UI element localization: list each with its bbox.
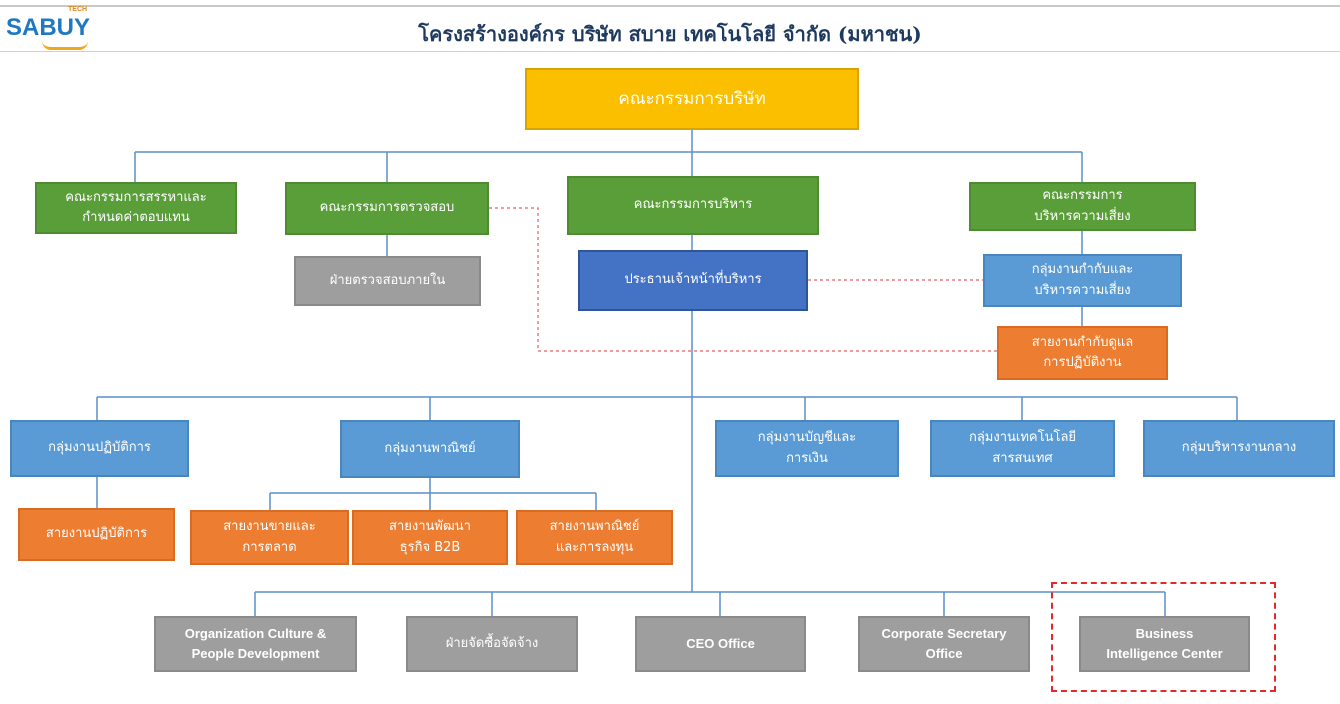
business-intelligence-box[interactable]: Business Intelligence Center: [1079, 616, 1250, 672]
corporate-secretary-label: Corporate Secretary Office: [881, 625, 1007, 661]
page-title: โครงสร้างองค์กร บริษัท สบาย เทคโนโลยี จำ…: [418, 22, 922, 46]
internal-audit-box[interactable]: ฝ่ายตรวจสอบภายใน: [294, 256, 481, 306]
central-admin-group-label: กลุ่มบริหารงานกลาง: [1181, 440, 1297, 456]
commerce-investment-division-box[interactable]: สายงานพาณิชย์ และการลงทุน: [516, 510, 673, 565]
it-group-box[interactable]: กลุ่มงานเทคโนโลยี สารสนเทศ: [930, 420, 1115, 477]
ceo-box[interactable]: ประธานเจ้าหน้าที่บริหาร: [578, 250, 808, 311]
b2b-development-division-label: สายงานพัฒนา ธุรกิจ B2B: [389, 519, 471, 555]
risk-committee-label: คณะกรรมการ บริหารความเสี่ยง: [1034, 188, 1131, 224]
executive-committee-label: คณะกรรมการบริหาร: [633, 197, 753, 213]
central-admin-group-box[interactable]: กลุ่มบริหารงานกลาง: [1143, 420, 1335, 477]
commercial-group-label: กลุ่มงานพาณิชย์: [384, 440, 476, 456]
org-culture-label: Organization Culture & People Developmen…: [184, 625, 327, 661]
compliance-risk-group-label: กลุ่มงานกำกับและ บริหารความเสี่ยง: [1031, 262, 1134, 298]
audit-committee-box[interactable]: คณะกรรมการตรวจสอบ: [285, 182, 489, 235]
procurement-label: ฝ่ายจัดซื้อจัดจ้าง: [445, 635, 539, 651]
risk-committee-box[interactable]: คณะกรรมการ บริหารความเสี่ยง: [969, 182, 1196, 231]
logo-text: SABUY: [6, 14, 91, 41]
internal-audit-label: ฝ่ายตรวจสอบภายใน: [329, 272, 446, 288]
board-of-directors-label: คณะกรรมการบริษัท: [618, 88, 766, 109]
compliance-division-label: สายงานกำกับดูแล การปฏิบัติงาน: [1031, 334, 1134, 370]
nomination-committee-label: คณะกรรมการสรรหาและ กำหนดค่าตอบแทน: [65, 189, 207, 225]
nomination-committee-box[interactable]: คณะกรรมการสรรหาและ กำหนดค่าตอบแทน: [35, 182, 237, 234]
highlight-dashed-frame: [1051, 582, 1276, 692]
business-intelligence-label: Business Intelligence Center: [1106, 625, 1223, 661]
logo-swoosh: [42, 41, 88, 50]
title-underline: [0, 51, 1340, 52]
org-culture-box[interactable]: Organization Culture & People Developmen…: [154, 616, 357, 672]
ceo-office-box[interactable]: CEO Office: [635, 616, 806, 672]
ceo-office-label: CEO Office: [686, 635, 755, 651]
top-border-line: [0, 5, 1340, 7]
commercial-group-box[interactable]: กลุ่มงานพาณิชย์: [340, 420, 520, 478]
sales-marketing-division-label: สายงานขายและ การตลาด: [223, 519, 316, 555]
ceo-label: ประธานเจ้าหน้าที่บริหาร: [624, 272, 762, 288]
it-group-label: กลุ่มงานเทคโนโลยี สารสนเทศ: [968, 430, 1077, 466]
sales-marketing-division-box[interactable]: สายงานขายและ การตลาด: [190, 510, 349, 565]
compliance-risk-group-box[interactable]: กลุ่มงานกำกับและ บริหารความเสี่ยง: [983, 254, 1182, 307]
operations-group-box[interactable]: กลุ่มงานปฏิบัติการ: [10, 420, 189, 477]
operations-division-box[interactable]: สายงานปฏิบัติการ: [18, 508, 175, 561]
b2b-development-division-box[interactable]: สายงานพัฒนา ธุรกิจ B2B: [352, 510, 508, 565]
board-of-directors-box[interactable]: คณะกรรมการบริษัท: [525, 68, 859, 130]
compliance-division-box[interactable]: สายงานกำกับดูแล การปฏิบัติงาน: [997, 326, 1168, 380]
logo-tech-label: TECH: [68, 6, 88, 13]
accounting-group-label: กลุ่มงานบัญชีและ การเงิน: [757, 430, 857, 466]
operations-division-label: สายงานปฏิบัติการ: [45, 526, 148, 542]
audit-committee-label: คณะกรรมการตรวจสอบ: [319, 200, 455, 216]
procurement-box[interactable]: ฝ่ายจัดซื้อจัดจ้าง: [406, 616, 578, 672]
executive-committee-box[interactable]: คณะกรรมการบริหาร: [567, 176, 819, 235]
corporate-secretary-box[interactable]: Corporate Secretary Office: [858, 616, 1030, 672]
accounting-group-box[interactable]: กลุ่มงานบัญชีและ การเงิน: [715, 420, 899, 477]
company-logo: SABUY TECH: [6, 6, 91, 50]
commerce-investment-division-label: สายงานพาณิชย์ และการลงทุน: [549, 519, 640, 555]
operations-group-label: กลุ่มงานปฏิบัติการ: [48, 440, 151, 456]
